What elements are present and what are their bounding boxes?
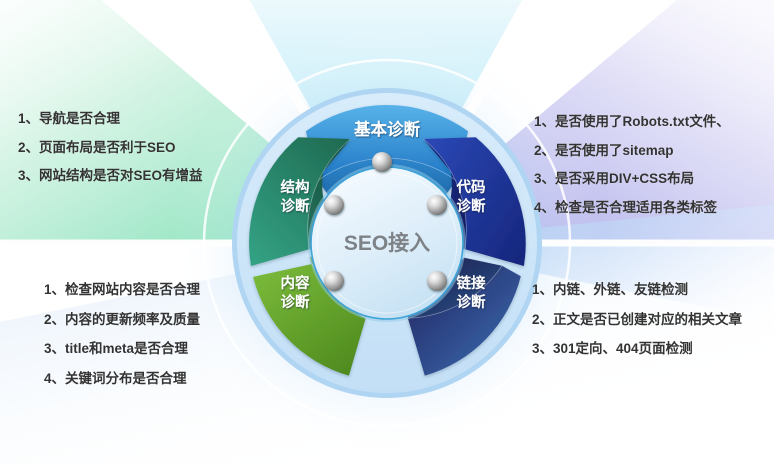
list-item-number: 3、 <box>534 171 556 186</box>
list-item: 2、 页面布局是否利于SEO <box>18 139 203 155</box>
list-item: 2、 正文是否已创建对应的相关文章 <box>532 311 743 327</box>
list-item-number: 1、 <box>44 282 66 297</box>
marker-sphere-basic <box>372 152 392 172</box>
list-item: 3、 title和meta是否合理 <box>44 342 200 356</box>
segment-label-content-1: 内容 <box>281 274 310 292</box>
list-item-number: 3、 <box>18 168 40 183</box>
list-item-text: 正文是否已创建对应的相关文章 <box>553 311 743 327</box>
marker-sphere-content <box>324 271 344 291</box>
center-label: SEO接入 <box>344 232 430 255</box>
list-item-number: 1、 <box>534 114 556 129</box>
list-item-number: 2、 <box>534 142 556 158</box>
list-item-text: 网站结构是否对SEO有增益 <box>39 168 203 183</box>
list-item: 1、 是否使用了Robots.txt文件、 <box>534 115 730 129</box>
list-item-text: 页面布局是否利于SEO <box>39 139 176 155</box>
list-item-text: 检查网站内容是否合理 <box>65 282 201 297</box>
list-item: 3、 网站结构是否对SEO有增益 <box>18 169 203 183</box>
list-item-text: 内容的更新频率及质量 <box>65 311 201 327</box>
marker-sphere-structure <box>324 195 344 215</box>
list-item: 1、 内链、外链、友链检测 <box>532 283 742 297</box>
donut-center: SEO接入 <box>308 164 466 322</box>
list-item-number: 1、 <box>18 111 40 126</box>
segment-label-code-1: 代码 <box>456 178 486 196</box>
list-item-text: 是否使用了Robots.txt文件、 <box>555 114 730 129</box>
list-item-number: 3、 <box>532 341 554 356</box>
list-item: 1、 导航是否合理 <box>18 112 203 126</box>
segment-label-structure-2: 诊断 <box>281 197 310 215</box>
list-item-text: 301定向、404页面检测 <box>553 341 693 356</box>
panel-content-diagnosis: 1、 检查网站内容是否合理 2、 内容的更新频率及质量 3、 title和met… <box>44 283 200 401</box>
list-item-text: 关键词分布是否合理 <box>65 370 187 386</box>
segment-label-content-2: 诊断 <box>281 293 310 311</box>
segment-label-code-2: 诊断 <box>457 197 486 215</box>
list-item-number: 4、 <box>534 199 556 215</box>
list-item-text: title和meta是否合理 <box>65 341 189 356</box>
segment-label-structure-1: 结构 <box>281 178 310 196</box>
list-item: 3、 是否采用DIV+CSS布局 <box>534 172 730 186</box>
marker-sphere-link <box>427 271 447 291</box>
list-item-text: 是否采用DIV+CSS布局 <box>555 171 695 186</box>
list-item: 4、 检查是否合理适用各类标签 <box>534 199 730 215</box>
list-item-number: 2、 <box>44 311 66 327</box>
segment-label-link-2: 诊断 <box>457 293 486 311</box>
segment-label-link-1: 链接 <box>457 274 486 292</box>
list-item: 2、 内容的更新频率及质量 <box>44 311 201 327</box>
list-item-number: 4、 <box>44 370 66 386</box>
list-item: 4、 关键词分布是否合理 <box>44 370 200 386</box>
segment-markers <box>324 152 447 291</box>
segment-labels: 基本诊断 代码 诊断 链接 诊断 内容 诊断 结构 诊断 <box>281 119 486 311</box>
list-item-text: 内链、外链、友链检测 <box>553 282 689 297</box>
list-item-number: 2、 <box>18 139 40 155</box>
marker-sphere-code <box>427 195 447 215</box>
list-item: 3、 301定向、404页面检测 <box>532 342 742 356</box>
list-item-number: 1、 <box>532 282 554 297</box>
list-item-text: 是否使用了sitemap <box>555 142 674 158</box>
list-item-text: 检查是否合理适用各类标签 <box>555 199 718 215</box>
panel-structure-diagnosis: 1、 导航是否合理 2、 页面布局是否利于SEO 3、 网站结构是否对SEO有增… <box>18 112 203 198</box>
panel-link-diagnosis: 1、 内链、外链、友链检测 2、 正文是否已创建对应的相关文章 3、 301定向… <box>532 283 742 372</box>
list-item-number: 3、 <box>44 341 66 356</box>
list-item: 1、 检查网站内容是否合理 <box>44 283 200 297</box>
list-item-number: 2、 <box>532 311 554 327</box>
list-item: 2、 是否使用了sitemap <box>534 142 730 158</box>
segment-label-basic: 基本诊断 <box>354 119 421 139</box>
list-item-text: 导航是否合理 <box>39 111 121 126</box>
panel-code-diagnosis: 1、 是否使用了Robots.txt文件、 2、 是否使用了sitemap 3、… <box>534 115 730 229</box>
